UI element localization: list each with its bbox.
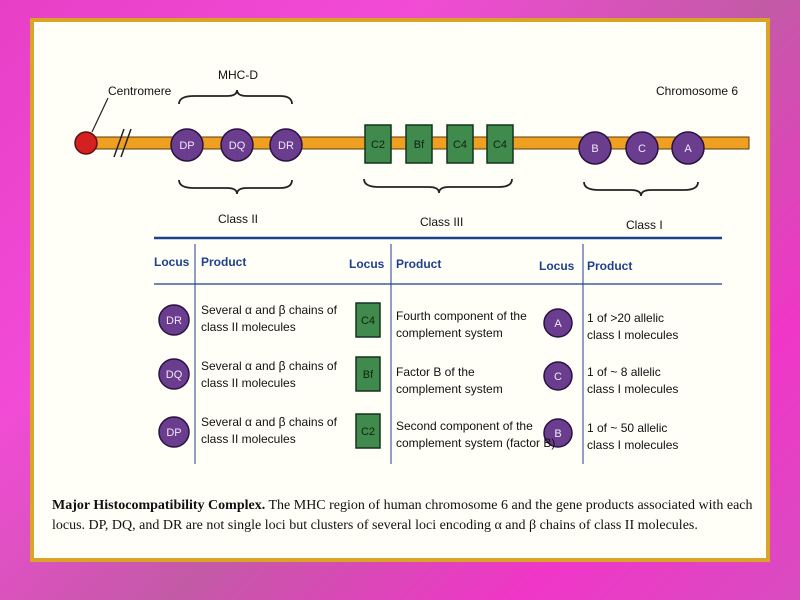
product-line: complement system bbox=[396, 382, 503, 396]
table-dq-icon bbox=[158, 358, 190, 390]
centromere-icon bbox=[74, 131, 98, 155]
chrom-c2-label: C2 bbox=[371, 139, 385, 151]
locus-bf-icon bbox=[405, 124, 433, 164]
classIII-loci bbox=[364, 124, 514, 164]
centromere-pointer bbox=[91, 97, 109, 133]
product-line: Several α and β chains of bbox=[201, 359, 337, 373]
table-c-icon bbox=[543, 361, 573, 391]
locus-b-icon bbox=[578, 131, 612, 165]
table-c2-icon bbox=[355, 413, 381, 449]
classI-product-cell: 1 of >20 allelic class I molecules bbox=[587, 310, 737, 344]
chrom-dp-label: DP bbox=[179, 140, 194, 152]
locus-header: Locus bbox=[349, 257, 385, 271]
locus-c4-icon bbox=[446, 124, 474, 164]
classI-product-cell: 1 of ~ 8 allelic class I molecules bbox=[587, 364, 737, 398]
table-dr-label: DR bbox=[166, 315, 182, 327]
break-mark bbox=[120, 128, 132, 158]
product-header: Product bbox=[587, 259, 633, 273]
classII-loci bbox=[170, 128, 303, 162]
table-bf-icon bbox=[355, 356, 381, 392]
product-line: Several α and β chains of bbox=[201, 415, 337, 429]
classI-loci bbox=[578, 131, 705, 165]
table-c4-label: C4 bbox=[361, 315, 375, 327]
product-line: Factor B of the bbox=[396, 365, 475, 379]
mhc-d-brace bbox=[178, 89, 293, 105]
figure-caption: Major Histocompatibility Complex. The MH… bbox=[52, 496, 764, 536]
table-a-icon bbox=[543, 308, 573, 338]
table-c-label: C bbox=[554, 371, 562, 383]
table-b-label: B bbox=[554, 428, 561, 440]
product-header: Product bbox=[201, 255, 247, 269]
table-b-icon bbox=[543, 418, 573, 448]
product-line: class I molecules bbox=[587, 382, 679, 396]
chrom-b-label: B bbox=[591, 143, 598, 155]
product-header: Product bbox=[396, 257, 442, 271]
chrom-a-label: A bbox=[684, 143, 692, 155]
product-line: 1 of ~ 8 allelic bbox=[587, 365, 661, 379]
product-line: Fourth component of the bbox=[396, 309, 527, 323]
product-line: class II molecules bbox=[201, 376, 296, 390]
table-c4-icon bbox=[355, 302, 381, 338]
table-c2-label: C2 bbox=[361, 426, 375, 438]
class-ii-label: Class II bbox=[218, 212, 259, 226]
locus-header: Locus bbox=[539, 259, 575, 273]
locus-dq-icon bbox=[220, 128, 254, 162]
product-line: Second component of the bbox=[396, 419, 533, 433]
classIII-product-cell: Factor B of the complement system bbox=[396, 364, 576, 398]
caption-body: The MHC region of human chromosome 6 and… bbox=[52, 498, 753, 533]
caption-title: Major Histocompatibility Complex. bbox=[52, 498, 266, 513]
classII-product-cell: Several α and β chains of class II molec… bbox=[201, 302, 351, 336]
locus-c-icon bbox=[625, 131, 659, 165]
classI-brace bbox=[583, 181, 699, 197]
chrom-dr-label: DR bbox=[278, 140, 294, 152]
classIII-brace bbox=[363, 178, 513, 194]
table-dr-icon bbox=[158, 304, 190, 336]
locus-dr-icon bbox=[269, 128, 303, 162]
slide-frame: DP DQ DR B C A DR DQ DP A C B C2 Bf C4 C… bbox=[30, 18, 770, 562]
chrom-bf-label: Bf bbox=[414, 139, 425, 151]
product-line: complement system bbox=[396, 326, 503, 340]
locus-c4b-icon bbox=[486, 124, 514, 164]
class-i-label: Class I bbox=[626, 218, 663, 232]
centromere-label: Centromere bbox=[108, 84, 172, 98]
classIII-product-cell: Second component of the complement syste… bbox=[396, 418, 581, 452]
chrom-dq-label: DQ bbox=[229, 140, 246, 152]
classIII-product-cell: Fourth component of the complement syste… bbox=[396, 308, 576, 342]
locus-c2-icon bbox=[364, 124, 392, 164]
chrom-c-label: C bbox=[638, 143, 646, 155]
product-line: class II molecules bbox=[201, 320, 296, 334]
table-dq-label: DQ bbox=[166, 369, 183, 381]
product-line: Several α and β chains of bbox=[201, 303, 337, 317]
mhc-diagram: DP DQ DR B C A DR DQ DP A C B C2 Bf C4 C… bbox=[74, 89, 750, 464]
locus-dp-icon bbox=[170, 128, 204, 162]
product-line: 1 of ~ 50 allelic bbox=[587, 421, 668, 435]
table-dp-label: DP bbox=[166, 427, 181, 439]
product-line: complement system (factor B) bbox=[396, 436, 556, 450]
product-line: 1 of >20 allelic bbox=[587, 311, 665, 325]
locus-header: Locus bbox=[154, 255, 190, 269]
table-dp-icon bbox=[158, 416, 190, 448]
table-bf-label: Bf bbox=[363, 369, 374, 381]
chrom-c4b-label: C4 bbox=[493, 139, 507, 151]
break-mark bbox=[113, 128, 125, 158]
locus-a-icon bbox=[671, 131, 705, 165]
chrom-c4-label: C4 bbox=[453, 139, 467, 151]
class-iii-label: Class III bbox=[420, 215, 464, 229]
classII-brace bbox=[178, 179, 293, 195]
chromosome-label: Chromosome 6 bbox=[656, 84, 739, 98]
product-line: class I molecules bbox=[587, 438, 679, 452]
classII-product-cell: Several α and β chains of class II molec… bbox=[201, 414, 351, 448]
classI-product-cell: 1 of ~ 50 allelic class I molecules bbox=[587, 420, 737, 454]
product-line: class II molecules bbox=[201, 432, 296, 446]
mhc-d-label: MHC-D bbox=[218, 68, 258, 82]
table-a-label: A bbox=[554, 318, 562, 330]
classII-product-cell: Several α and β chains of class II molec… bbox=[201, 358, 351, 392]
product-line: class I molecules bbox=[587, 328, 679, 342]
